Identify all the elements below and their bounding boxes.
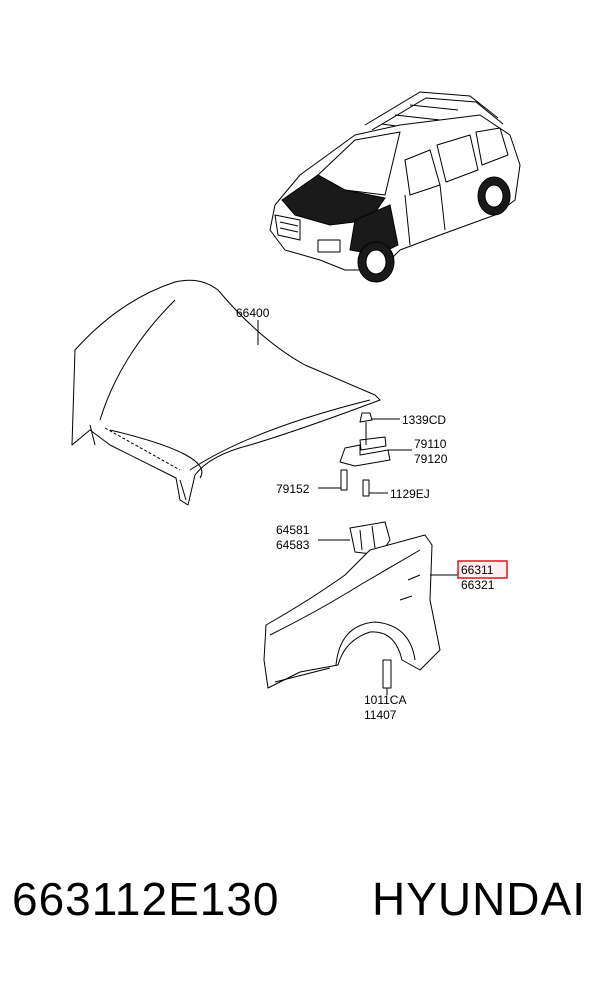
part-number: 663112E130 (12, 873, 280, 925)
label-fender-rh: 66321 (461, 578, 495, 592)
hood-panel (71, 279, 381, 506)
label-bracket-b: 64583 (276, 538, 310, 552)
label-fender-bolt-b: 11407 (364, 708, 397, 722)
highlight-box-fender (457, 560, 508, 579)
hood-hinge (339, 412, 391, 497)
label-hinge-screw: 1129EJ (390, 487, 430, 501)
label-bracket-a: 64581 (276, 523, 310, 537)
label-hinge-lh: 79110 (414, 437, 447, 451)
label-hood: 66400 (236, 306, 270, 320)
label-hinge-rh: 79120 (414, 452, 448, 466)
brand-name: HYUNDAI (371, 873, 586, 925)
footer: 663112E130 HYUNDAI (0, 872, 600, 952)
fender-bolt (382, 659, 392, 689)
label-fender-lh[interactable]: 66311 (461, 563, 494, 577)
vehicle-illustration (269, 91, 521, 283)
label-fender-bolt-a: 1011CA (364, 693, 406, 707)
label-hinge-bolt: 79152 (276, 482, 310, 496)
label-nut: 1339CD (402, 413, 446, 427)
parts-diagram: 66400 1339CD 79110 79120 79152 1129EJ 64… (71, 91, 521, 722)
front-fender (263, 534, 441, 689)
